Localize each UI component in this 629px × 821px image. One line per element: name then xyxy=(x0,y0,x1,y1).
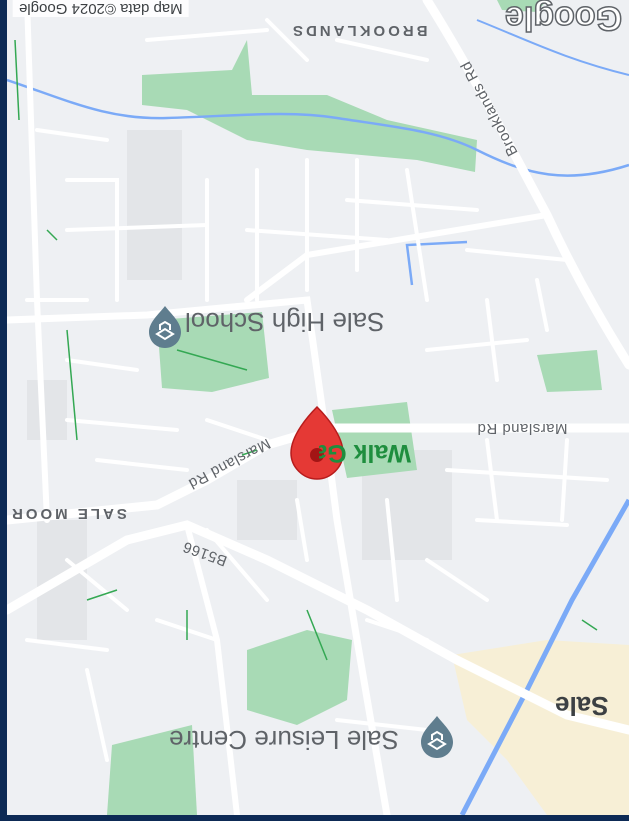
google-logo: Google xyxy=(504,0,623,38)
leisure-centre-marker[interactable] xyxy=(421,716,453,758)
poi-label-sale-leisure-centre[interactable]: Sale Leisure Centre xyxy=(169,725,399,755)
park-leisure-north xyxy=(247,630,352,725)
street-label-marsland-rd-east: Marsland Rd xyxy=(477,420,568,437)
town-label-sale: Sale xyxy=(555,691,609,721)
park-sale-high-school xyxy=(157,312,269,392)
road-west-school xyxy=(7,296,329,432)
park-label-walk-garden[interactable]: Walk Garden xyxy=(319,439,411,467)
park-brooklands xyxy=(142,40,477,172)
map-pin-icon[interactable] xyxy=(290,405,344,480)
building-areas xyxy=(27,130,452,640)
road-west-edge xyxy=(24,0,50,523)
leisure-icon xyxy=(427,730,447,751)
road-south xyxy=(184,522,240,815)
major-roads xyxy=(7,0,629,815)
school-marker[interactable] xyxy=(149,306,181,348)
road-brooklands-rd xyxy=(422,0,629,370)
poi-label-sale-high-school[interactable]: Sale High School xyxy=(185,307,385,337)
footpaths xyxy=(14,39,598,661)
park-east xyxy=(537,350,602,392)
brook-top-right xyxy=(476,19,629,76)
district-label-brooklands: BROOKLANDS xyxy=(290,22,428,39)
road-b5166 xyxy=(7,520,629,735)
map-attribution[interactable]: Map data ©2024 Google xyxy=(13,0,189,17)
canal xyxy=(459,498,629,815)
map-view[interactable]: Map data ©2024 Google Google BROOKLANDS … xyxy=(7,0,629,815)
map-canvas[interactable] xyxy=(7,0,629,815)
school-icon xyxy=(155,320,175,341)
park-areas xyxy=(107,0,602,815)
park-walkden-gardens xyxy=(332,402,417,478)
park-leisure-south xyxy=(107,725,197,815)
park-top-right xyxy=(497,0,547,12)
road-marsland-rd-west xyxy=(7,423,330,525)
road-north xyxy=(244,212,550,303)
pond-stream xyxy=(405,240,468,286)
district-label-sale-moor: SALE MOOR xyxy=(9,505,127,522)
